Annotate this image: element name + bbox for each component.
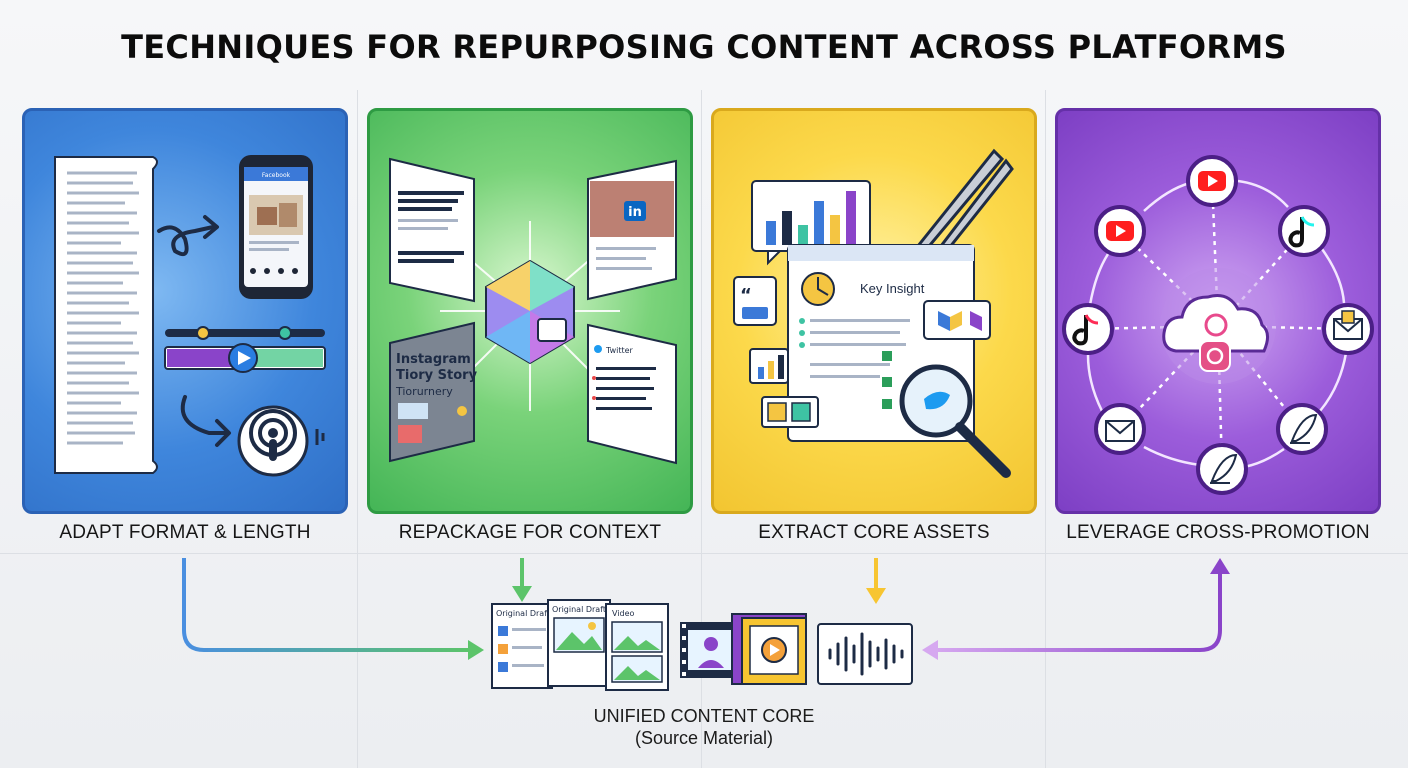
video-timeline-icon: [164, 326, 326, 373]
phone-header-text: Facebook: [262, 172, 291, 179]
gem-icon: [485, 259, 575, 365]
draft-document-icon: Original Draft: [491, 603, 553, 689]
transform-arrow-icon: [157, 215, 219, 256]
down-arrow-icon: [180, 395, 231, 447]
core-doc3-label: Video: [612, 609, 635, 618]
article-card: [389, 157, 475, 303]
story-line-1: Instagram: [396, 352, 471, 367]
youtube-icon: [1186, 155, 1238, 207]
media-tiles-icon: [761, 396, 819, 428]
image-document-icon: Original Draft: [547, 599, 611, 687]
quill-icon: [1196, 443, 1248, 495]
twitter-card: Twitter: [587, 323, 677, 465]
arrow-promotion-to-core: [932, 572, 1222, 652]
page-title: TECHNIQUES FOR REPURPOSING CONTENT ACROS…: [121, 28, 1287, 66]
label-repackage-context: REPACKAGE FOR CONTEXT: [398, 522, 662, 543]
linkedin-icon: in: [628, 205, 642, 220]
divider: [1045, 90, 1046, 768]
divider: [357, 90, 358, 768]
email-icon: [1094, 403, 1146, 455]
key-insight-text: Key Insight: [860, 281, 925, 296]
core-title: UNIFIED CONTENT CORE: [593, 706, 815, 726]
magnifier-icon: [899, 364, 1011, 478]
orbit-arrows: [1086, 179, 1348, 469]
twitter-label: Twitter: [605, 346, 634, 355]
quill-icon: [1276, 403, 1328, 455]
story-line-3: Tiorurnery: [395, 385, 453, 398]
panel-repackage-context: in Instagram Tiory Story Tiorurnery Twit…: [367, 108, 693, 514]
svg-text:“: “: [740, 285, 752, 306]
label-cross-promotion: LEVERAGE CROSS-PROMOTION: [1066, 522, 1370, 543]
instagram-story-card: Instagram Tiory Story Tiorurnery: [389, 321, 478, 463]
core-caption: UNIFIED CONTENT CORE (Source Material): [504, 705, 904, 749]
divider: [701, 90, 702, 768]
content-core-illustration: Original Draft Original Draft Video: [491, 599, 913, 691]
core-doc2-label: Original Draft: [552, 605, 606, 614]
label-adapt-format: ADAPT FORMAT & LENGTH: [59, 522, 311, 543]
quote-bubble-icon: “: [733, 276, 777, 326]
tiktok-icon: [1278, 205, 1330, 257]
story-line-2: Tiory Story: [396, 368, 478, 383]
video-player-icon: [731, 613, 807, 685]
panel-extract-assets: Key Insight “: [711, 108, 1037, 514]
panel-adapt-format: Facebook: [22, 108, 348, 514]
label-extract-assets: EXTRACT CORE ASSETS: [758, 522, 990, 543]
document-scroll-icon: [54, 156, 158, 474]
bar-chart-icon: [751, 180, 871, 266]
core-doc1-label: Original Draft: [496, 609, 550, 618]
tiktok-icon: [1062, 303, 1114, 355]
cube-icon: [923, 300, 991, 340]
phone-icon: Facebook: [239, 155, 313, 299]
cloud-hub-icon: [1160, 268, 1276, 384]
mini-chart-icon: [749, 348, 789, 384]
linkedin-card: in: [587, 159, 677, 301]
podcast-icon: [237, 405, 325, 477]
audio-waveform-icon: [817, 623, 913, 685]
arrow-adapt-to-core: [182, 558, 472, 652]
core-subtitle: (Source Material): [634, 728, 774, 748]
youtube-icon: [1094, 205, 1146, 257]
panel-cross-promotion: [1055, 108, 1381, 514]
newsletter-icon: [1322, 303, 1374, 355]
video-document-icon: Video: [605, 603, 669, 691]
divider: [0, 553, 1408, 554]
